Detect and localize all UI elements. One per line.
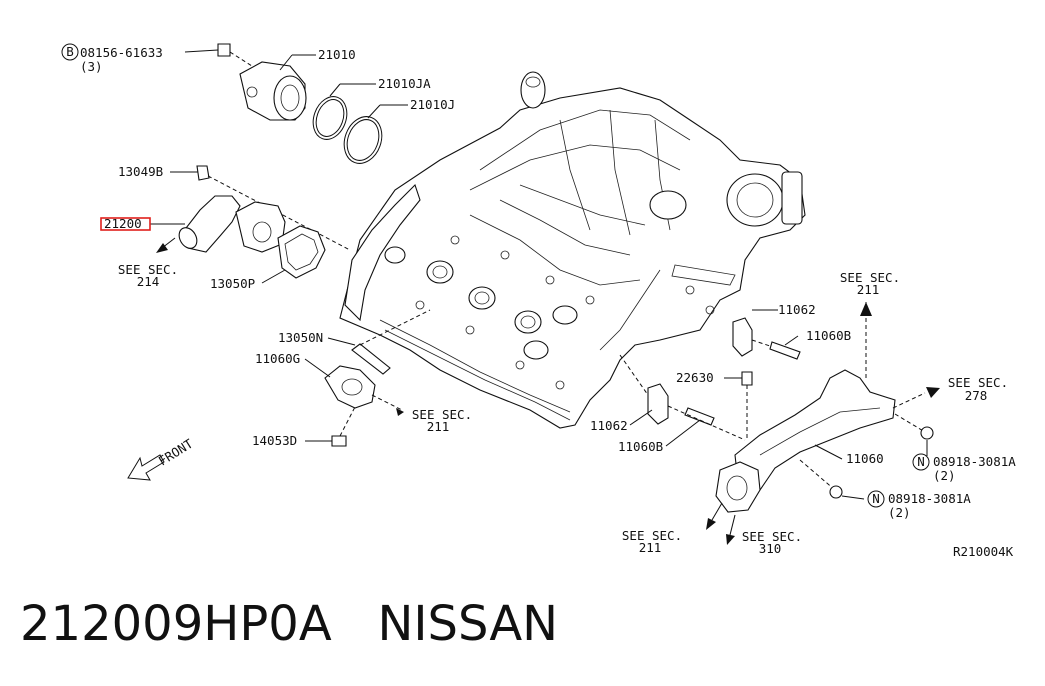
- nut-badge-2-letter: N: [872, 491, 880, 506]
- front-indicator: FRONT: [127, 436, 196, 481]
- label-see-sec-211-left: SEE SEC.: [412, 407, 472, 422]
- label-nut2-qty: (2): [888, 505, 911, 520]
- footer-brand: NISSAN: [377, 596, 559, 652]
- label-see-sec-310-num: 310: [759, 541, 782, 556]
- label-11060b-lower: 11060B: [618, 439, 663, 454]
- water-pump-group: [217, 43, 383, 164]
- highlight-box-21200: [100, 217, 151, 231]
- label-21010: 21010: [318, 47, 356, 62]
- label-see-sec-310: SEE SEC.: [742, 529, 802, 544]
- label-13049b: 13049B: [118, 164, 163, 179]
- water-inlet-group: [156, 165, 351, 279]
- label-14053d: 14053D: [252, 433, 297, 448]
- engine-assembly: [339, 71, 806, 429]
- label-11062-lower: 11062: [590, 418, 628, 433]
- label-see-sec-211-right: SEE SEC.: [840, 270, 900, 285]
- footer-caption: 212009HP0A NISSAN: [20, 596, 558, 652]
- label-see-sec-214: SEE SEC.: [118, 262, 178, 277]
- label-see-sec-278-num: 278: [965, 388, 988, 403]
- label-08156-61633: 08156-61633: [80, 45, 163, 60]
- bolt-badge-letter: B: [66, 44, 74, 59]
- coolant-pipe-group: [619, 302, 940, 545]
- label-13050p: 13050P: [210, 276, 255, 291]
- label-11060b-upper: 11060B: [806, 328, 851, 343]
- label-see-sec-211-bottom: SEE SEC.: [622, 528, 682, 543]
- nut-badge-1: [912, 453, 930, 471]
- footer-part-number: 212009HP0A: [20, 596, 332, 652]
- label-22630: 22630: [676, 370, 714, 385]
- label-see-sec-211-bottom-num: 211: [639, 540, 662, 555]
- label-11060g: 11060G: [255, 351, 300, 366]
- label-21010j: 21010J: [410, 97, 455, 112]
- nut-badge-1-letter: N: [917, 454, 925, 469]
- leader-lines: [150, 49, 928, 500]
- label-see-sec-211-right-num: 211: [857, 282, 880, 297]
- label-see-sec-211-left-num: 211: [427, 419, 450, 434]
- label-08918-3081a-2: 08918-3081A: [888, 491, 971, 506]
- label-see-sec-278: SEE SEC.: [948, 375, 1008, 390]
- label-08918-3081a-1: 08918-3081A: [933, 454, 1016, 469]
- label-21010ja: 21010JA: [378, 76, 431, 91]
- label-11060: 11060: [846, 451, 884, 466]
- label-front: FRONT: [156, 436, 196, 469]
- label-21200: 21200: [104, 216, 142, 231]
- label-reference-code: R210004K: [953, 544, 1014, 559]
- label-see-sec-214-num: 214: [137, 274, 160, 289]
- label-13050n: 13050N: [278, 330, 323, 345]
- label-11062-upper: 11062: [778, 302, 816, 317]
- lower-left-group: [324, 309, 431, 447]
- nut-badge-2: [867, 490, 885, 508]
- label-bolt-qty: (3): [80, 59, 103, 74]
- bolt-badge: [61, 43, 79, 61]
- part-labels: B 08156-61633 (3) 21010 21010JA 21010J 1…: [61, 43, 1016, 559]
- label-nut1-qty: (2): [933, 468, 956, 483]
